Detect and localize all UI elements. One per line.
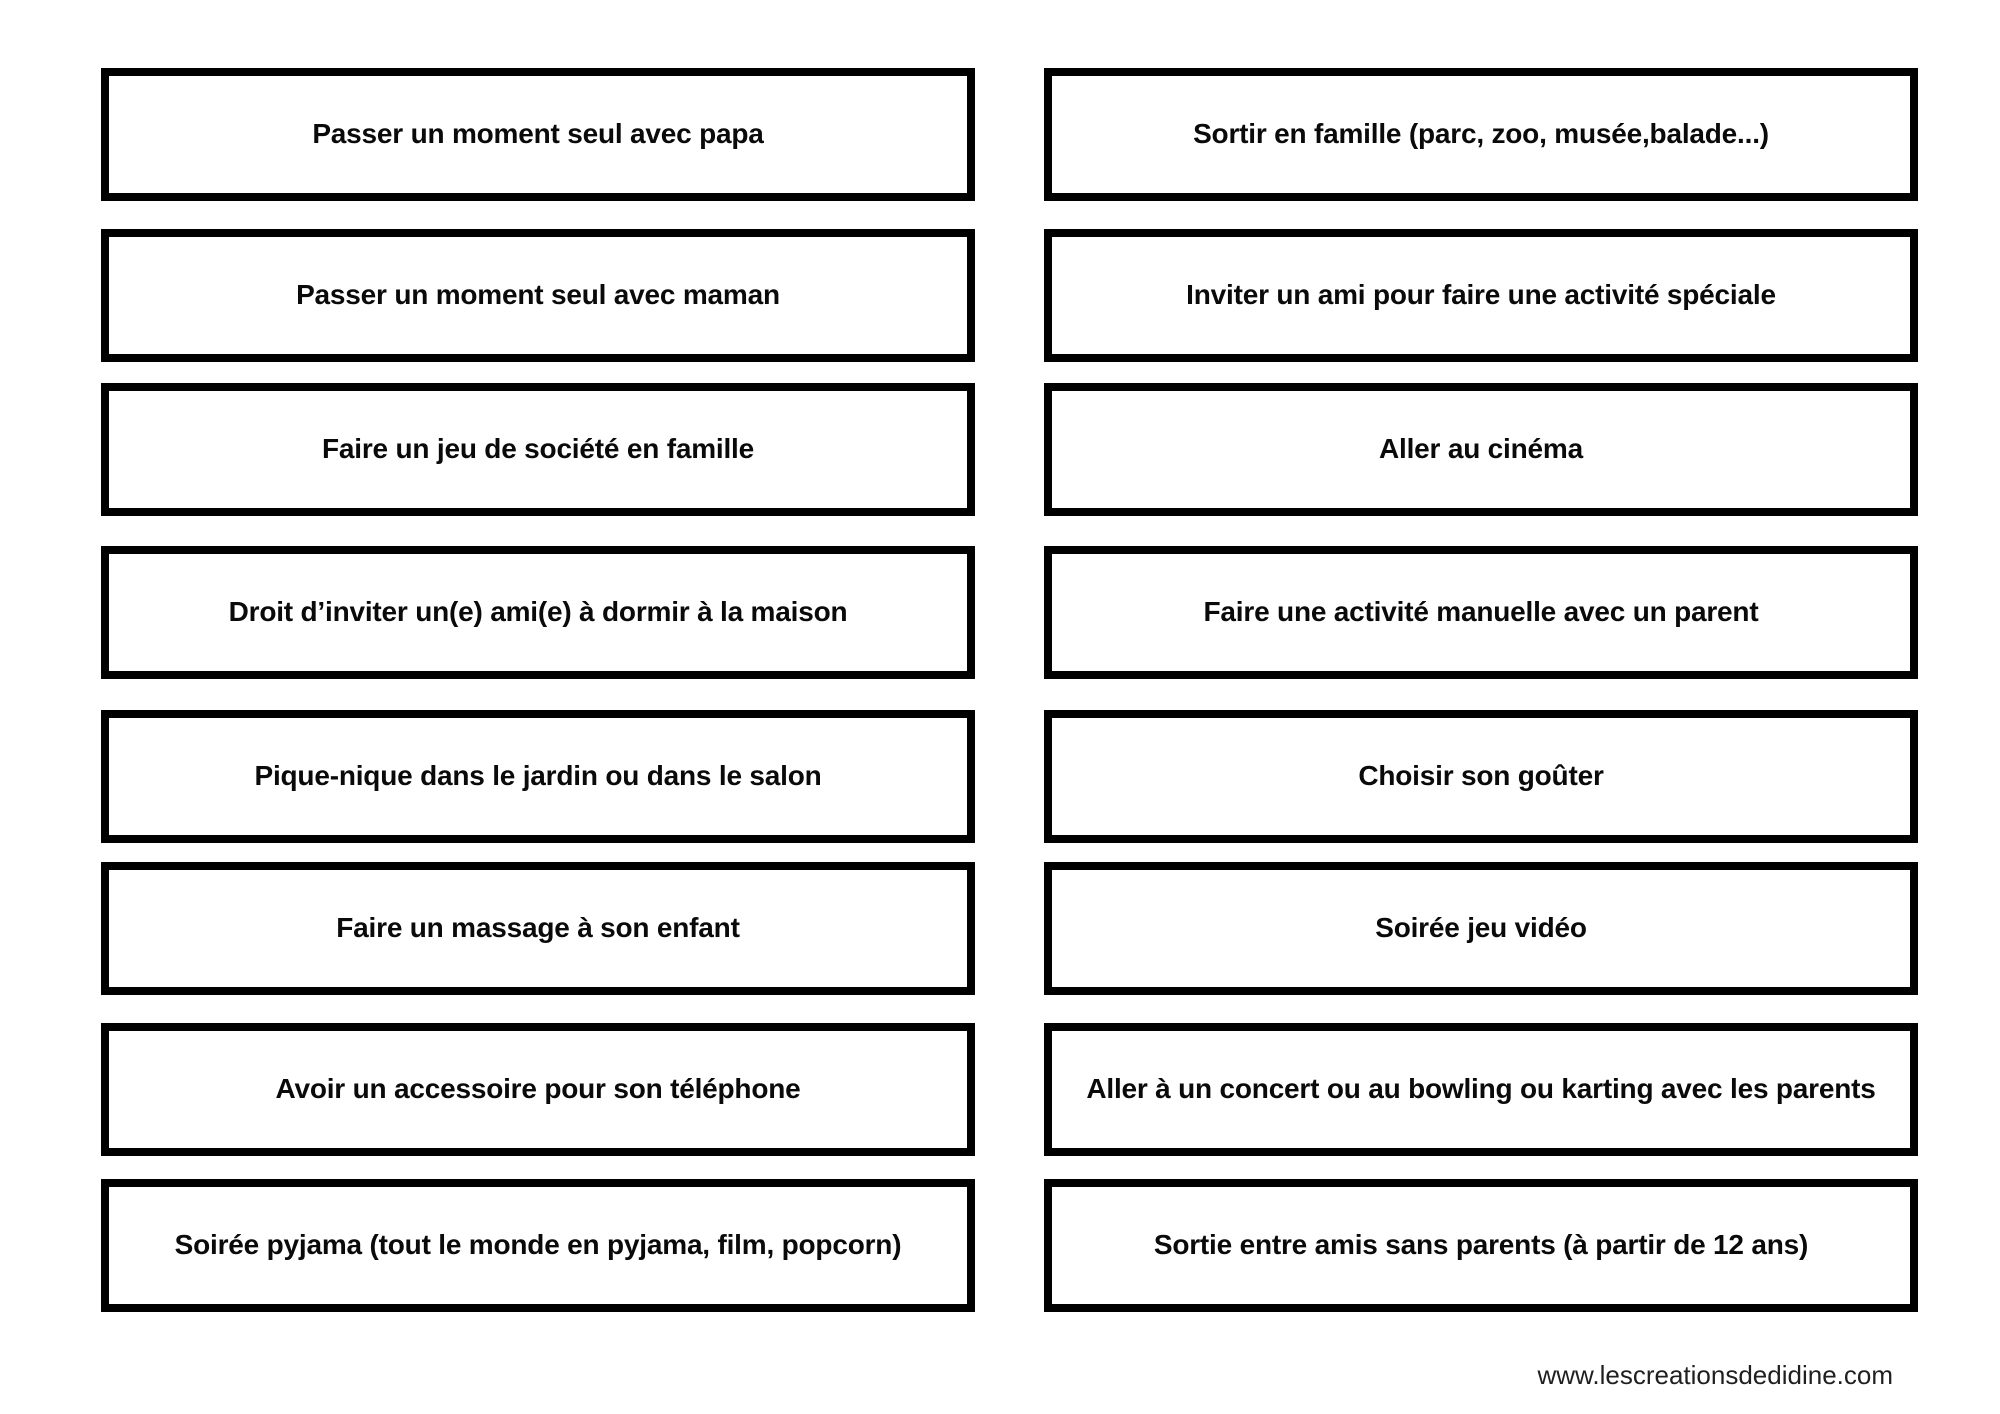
activity-card: Avoir un accessoire pour son téléphone [101, 1023, 975, 1156]
activity-card-label: Faire un jeu de société en famille [321, 433, 754, 465]
activity-card-label: Passer un moment seul avec maman [296, 279, 780, 311]
activity-card-label: Choisir son goûter [1358, 760, 1604, 792]
activity-card-label: Faire un massage à son enfant [336, 912, 740, 944]
activity-card: Passer un moment seul avec papa [101, 68, 975, 201]
activity-card-label: Pique-nique dans le jardin ou dans le sa… [254, 760, 822, 792]
activity-card-label: Aller à un concert ou au bowling ou kart… [1086, 1073, 1876, 1105]
activity-card: Aller à un concert ou au bowling ou kart… [1044, 1023, 1918, 1156]
activity-card: Passer un moment seul avec maman [101, 229, 975, 362]
activity-card-label: Sortie entre amis sans parents (à partir… [1153, 1229, 1809, 1261]
activity-card: Faire un jeu de société en famille [101, 383, 975, 516]
activity-card: Inviter un ami pour faire une activité s… [1044, 229, 1918, 362]
activity-card-label: Faire une activité manuelle avec un pare… [1203, 596, 1759, 628]
activity-card-label: Droit d’inviter un(e) ami(e) à dormir à … [228, 596, 848, 628]
activity-card: Sortir en famille (parc, zoo, musée,bala… [1044, 68, 1918, 201]
activity-card: Pique-nique dans le jardin ou dans le sa… [101, 710, 975, 843]
activity-card: Choisir son goûter [1044, 710, 1918, 843]
activity-card: Faire un massage à son enfant [101, 862, 975, 995]
activity-card-label: Inviter un ami pour faire une activité s… [1186, 279, 1776, 311]
activity-card: Droit d’inviter un(e) ami(e) à dormir à … [101, 546, 975, 679]
activity-card-label: Aller au cinéma [1379, 433, 1583, 465]
activity-card-label: Avoir un accessoire pour son téléphone [275, 1073, 801, 1105]
website-credit: www.lescreationsdedidine.com [1537, 1360, 1893, 1390]
activity-card-label: Soirée pyjama (tout le monde en pyjama, … [174, 1229, 902, 1261]
activity-card: Faire une activité manuelle avec un pare… [1044, 546, 1918, 679]
activity-card: Aller au cinéma [1044, 383, 1918, 516]
activity-card: Sortie entre amis sans parents (à partir… [1044, 1179, 1918, 1312]
activity-card-label: Soirée jeu vidéo [1375, 912, 1587, 944]
activity-card-label: Sortir en famille (parc, zoo, musée,bala… [1193, 118, 1769, 150]
activity-card: Soirée jeu vidéo [1044, 862, 1918, 995]
activity-card-label: Passer un moment seul avec papa [312, 118, 764, 150]
activity-card: Soirée pyjama (tout le monde en pyjama, … [101, 1179, 975, 1312]
